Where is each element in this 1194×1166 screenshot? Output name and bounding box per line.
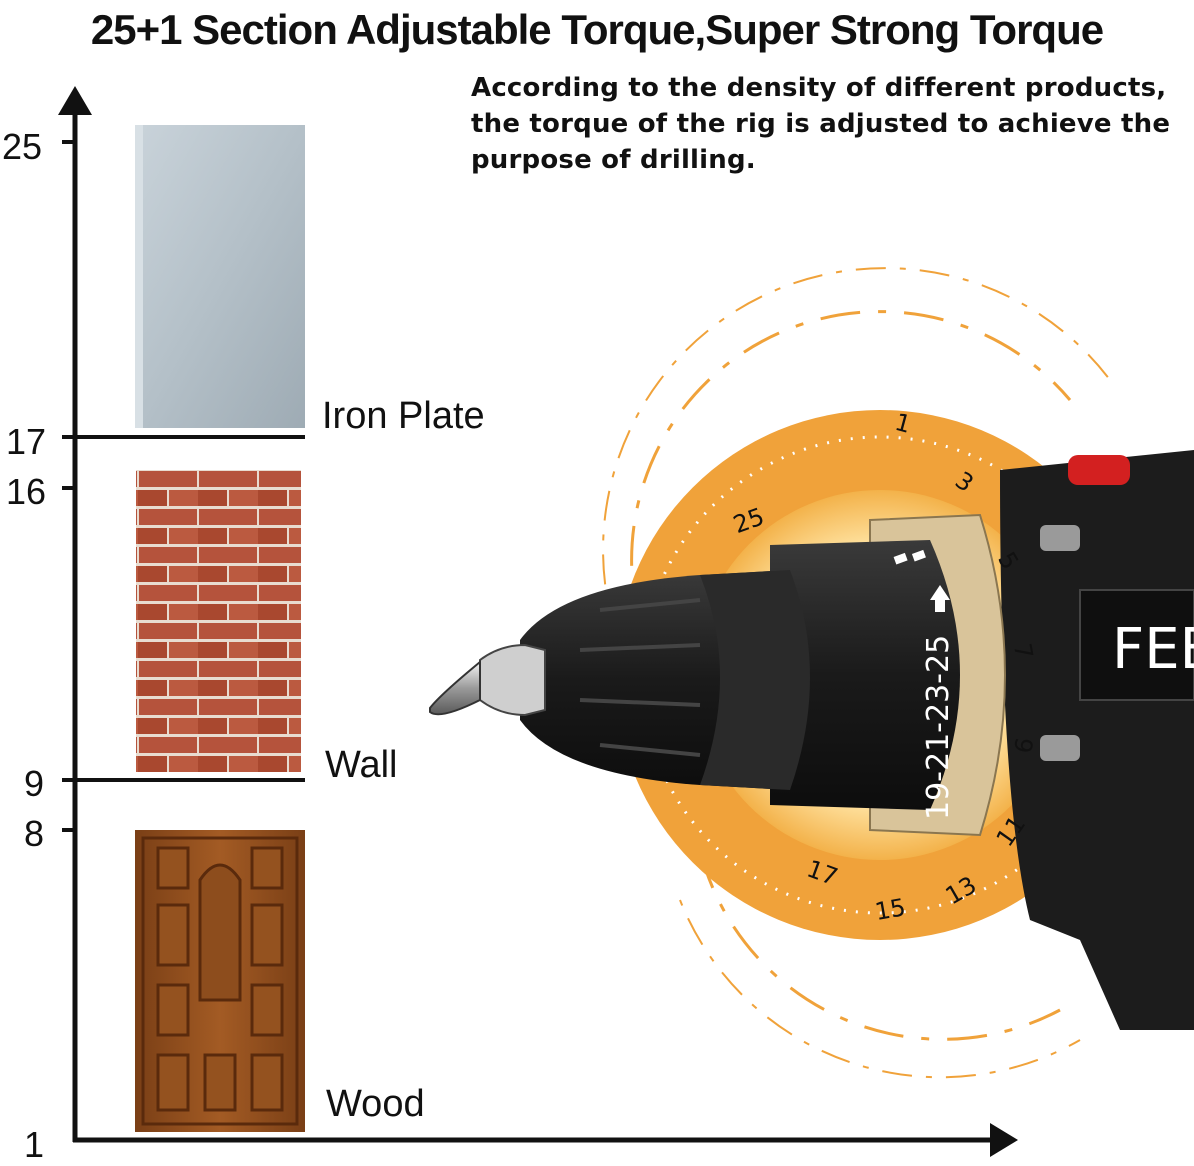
drill-body bbox=[1000, 450, 1194, 1030]
torque-sleeve: 19-21-23-25 bbox=[770, 540, 960, 820]
y-tick-label: 25 bbox=[2, 126, 43, 167]
y-tick-label: 1 bbox=[24, 1124, 45, 1165]
material-label-wall: Wall bbox=[325, 744, 398, 786]
dial-number: 7 bbox=[1008, 641, 1038, 661]
collar-number-text: 19-21-23-25 bbox=[921, 635, 956, 820]
dial-number: 1 bbox=[892, 408, 914, 439]
y-tick-label: 8 bbox=[24, 813, 45, 854]
drill-chuck bbox=[429, 570, 810, 790]
description-line: According to the density of different pr… bbox=[471, 73, 1167, 103]
material-label-wood: Wood bbox=[326, 1083, 425, 1125]
brick-wall-image bbox=[136, 470, 301, 772]
svg-text:19-21-23-25: 19-21-23-25 bbox=[921, 635, 956, 820]
material-label-iron-plate: Iron Plate bbox=[322, 395, 485, 437]
iron-plate-image bbox=[135, 125, 305, 428]
x-axis bbox=[73, 1123, 1018, 1157]
y-axis bbox=[58, 86, 92, 1142]
description-line: the torque of the rig is adjusted to ach… bbox=[471, 109, 1171, 139]
description: According to the density of different pr… bbox=[471, 70, 1171, 178]
y-tick-label: 16 bbox=[6, 471, 47, 512]
wood-door-image bbox=[135, 830, 305, 1132]
y-tick-label: 17 bbox=[6, 421, 47, 462]
brand-text: FEE bbox=[1112, 617, 1194, 682]
page-title: 25+1 Section Adjustable Torque,Super Str… bbox=[90, 6, 1104, 53]
y-tick-label: 9 bbox=[24, 763, 45, 804]
dial-number: 15 bbox=[873, 893, 908, 926]
axis-ticks bbox=[62, 140, 75, 832]
description-line: purpose of drilling. bbox=[471, 145, 756, 175]
dial-number: 9 bbox=[1008, 735, 1038, 755]
